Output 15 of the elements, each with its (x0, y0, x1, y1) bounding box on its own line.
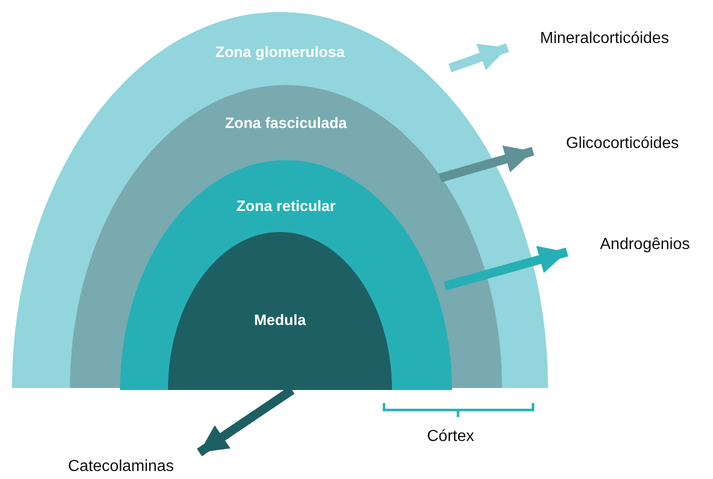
zone-dome (70, 85, 502, 388)
hormone-label: Glicocorticóides (566, 135, 679, 153)
arrow (438, 146, 534, 182)
zone-label: Zona reticular (235, 198, 337, 215)
zone-label: Zona fasciculada (224, 115, 348, 132)
zone-dome (168, 232, 392, 390)
arrow (444, 246, 568, 290)
zone-dome (120, 160, 452, 390)
hormone-label: Mineralcorticóides (540, 30, 669, 48)
zone-label: Zona glomerulosa (214, 44, 346, 61)
cortex-label: Córtex (427, 428, 474, 446)
hormone-label: Catecolaminas (68, 458, 174, 476)
zone-label: Medula (253, 312, 307, 329)
hormone-label: Androgênios (600, 236, 690, 254)
arrow (448, 43, 509, 72)
